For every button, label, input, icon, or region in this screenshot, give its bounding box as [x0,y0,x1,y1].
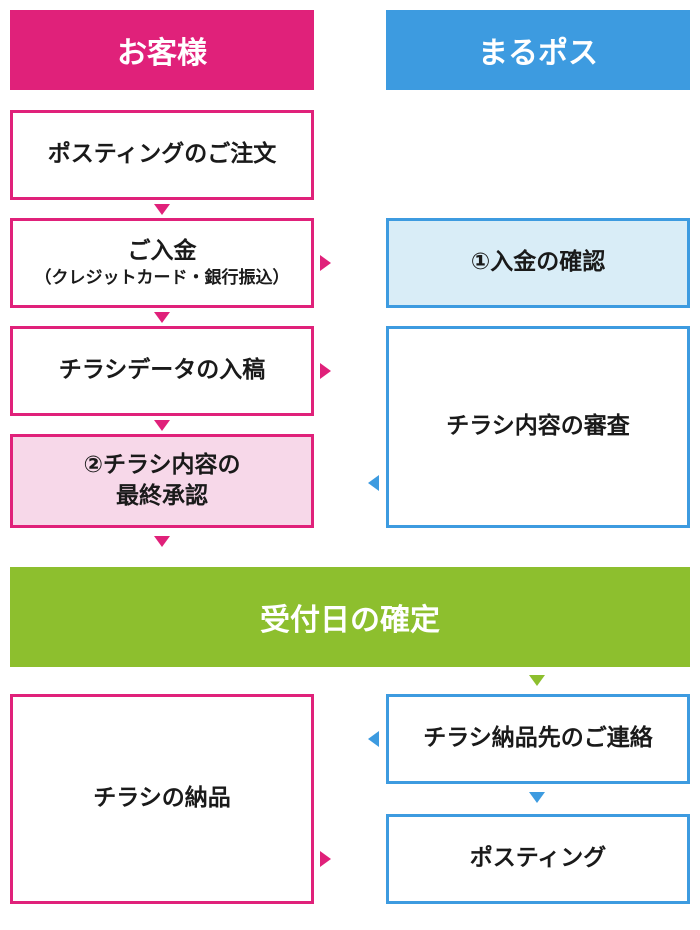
customer-header-label: お客様 [117,36,207,71]
step-flyer-delivery: チラシの納品 [10,694,314,904]
step-posting-label: ポスティング [469,845,607,872]
step-notify-address: チラシ納品先のご連絡 [386,694,690,784]
step-flyer-delivery-label: チラシの納品 [93,785,231,812]
step-confirm-payment-label: ①入金の確認 [470,249,606,276]
customer-column-header: お客様 [10,10,314,90]
step-review: チラシ内容の審査 [386,326,690,528]
step-order-label: ポスティングのご注文 [47,141,277,168]
step-upload: チラシデータの入稿 [10,326,314,416]
milestone-label: 受付日の確定 [260,603,440,638]
arrow-right-upload [320,363,331,379]
step-payment-note: （クレジットカード・銀行振込） [34,268,290,289]
arrow-right-payment [320,255,331,271]
service-header-label: まるポス [478,36,598,71]
step-notify-address-label: チラシ納品先のご連絡 [423,725,653,752]
step-review-label: チラシ内容の審査 [446,413,630,440]
step-confirm-payment: ①入金の確認 [386,218,690,308]
step-payment: ご入金 （クレジットカード・銀行振込） [10,218,314,308]
step-upload-label: チラシデータの入稿 [58,357,266,384]
arrow-down-notify [529,792,545,803]
milestone-bar: 受付日の確定 [10,567,690,667]
arrow-down-4 [154,536,170,547]
step-order: ポスティングのご注文 [10,110,314,200]
step-approval-line1: ②チラシ内容の [83,451,241,478]
arrow-down-3 [154,420,170,431]
step-approval-line2: 最終承認 [116,483,208,509]
step-final-approval: ②チラシ内容の 最終承認 [10,434,314,528]
arrow-left-review [368,475,379,491]
arrow-right-delivery [320,851,331,867]
step-payment-label: ご入金 [127,238,197,265]
arrow-down-2 [154,312,170,323]
service-column-header: まるポス [386,10,690,90]
arrow-down-milestone [529,675,545,686]
step-posting: ポスティング [386,814,690,904]
arrow-down-1 [154,204,170,215]
arrow-left-notify [368,731,379,747]
